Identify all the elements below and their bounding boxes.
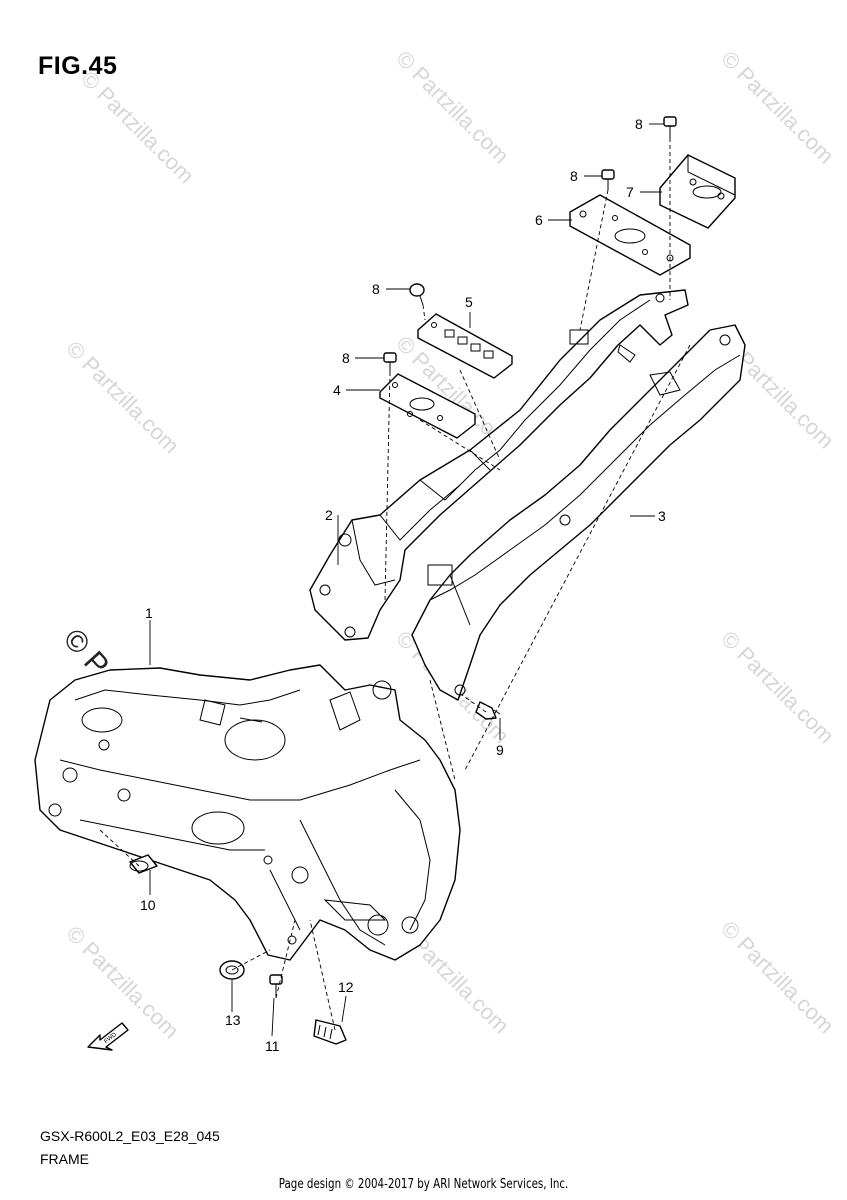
callout-11: 11	[265, 1038, 280, 1054]
collar-10	[129, 854, 158, 874]
watermark: © Partzilla.com	[391, 46, 514, 169]
callout-13: 13	[225, 1012, 241, 1028]
callout-6: 6	[535, 212, 543, 228]
watermark: © Partzilla.com	[716, 626, 839, 749]
fwd-arrow-icon: FWD	[87, 1022, 129, 1051]
part-1-main-frame	[34, 664, 461, 961]
callout-8-c: 8	[372, 281, 380, 297]
bolt-8-d	[383, 352, 397, 372]
bolt-11	[269, 974, 283, 998]
callout-10: 10	[140, 897, 156, 913]
callout-8-b: 8	[570, 168, 578, 184]
leader-lines	[99, 138, 691, 1031]
callout-8-d: 8	[342, 350, 350, 366]
callout-3: 3	[658, 508, 666, 524]
part-3-seat-rail	[411, 324, 746, 701]
bolt-9	[475, 701, 501, 720]
figure-code: GSX-R600L2_E03_E28_045	[40, 1128, 220, 1144]
bolt-8-a	[663, 116, 677, 138]
watermark: © Partzilla.com	[61, 336, 184, 459]
callout-1: 1	[145, 605, 153, 621]
bolt-12	[313, 1019, 347, 1045]
bolt-8-c	[409, 283, 425, 306]
callout-2: 2	[325, 507, 333, 523]
callout-7: 7	[626, 184, 634, 200]
callout-9: 9	[496, 742, 504, 758]
watermark: © Partzilla.com	[76, 66, 199, 189]
callout-12: 12	[338, 979, 354, 995]
callout-5: 5	[465, 294, 473, 310]
part-4-plate	[379, 373, 476, 439]
watermark: © Partzilla.com	[716, 46, 839, 169]
callout-labels: 1 2 3 4 5 6 7 8 8 8 8 9 10 11 12 13	[140, 116, 666, 1054]
part-5-plate	[417, 313, 513, 379]
part-7-bracket	[659, 154, 736, 229]
watermark: © Partzilla.com	[716, 916, 839, 1039]
callout-8-a: 8	[635, 116, 643, 132]
copyright-notice: Page design © 2004-2017 by ARI Network S…	[278, 1177, 569, 1192]
callout-leaders	[149, 123, 664, 1037]
figure-name: FRAME	[40, 1151, 89, 1167]
part-2-seat-rail	[309, 289, 689, 641]
figure-title: FIG.45	[38, 52, 118, 80]
callout-4: 4	[333, 382, 341, 398]
bolt-8-b	[601, 169, 615, 190]
part-6-bracket	[569, 194, 691, 276]
